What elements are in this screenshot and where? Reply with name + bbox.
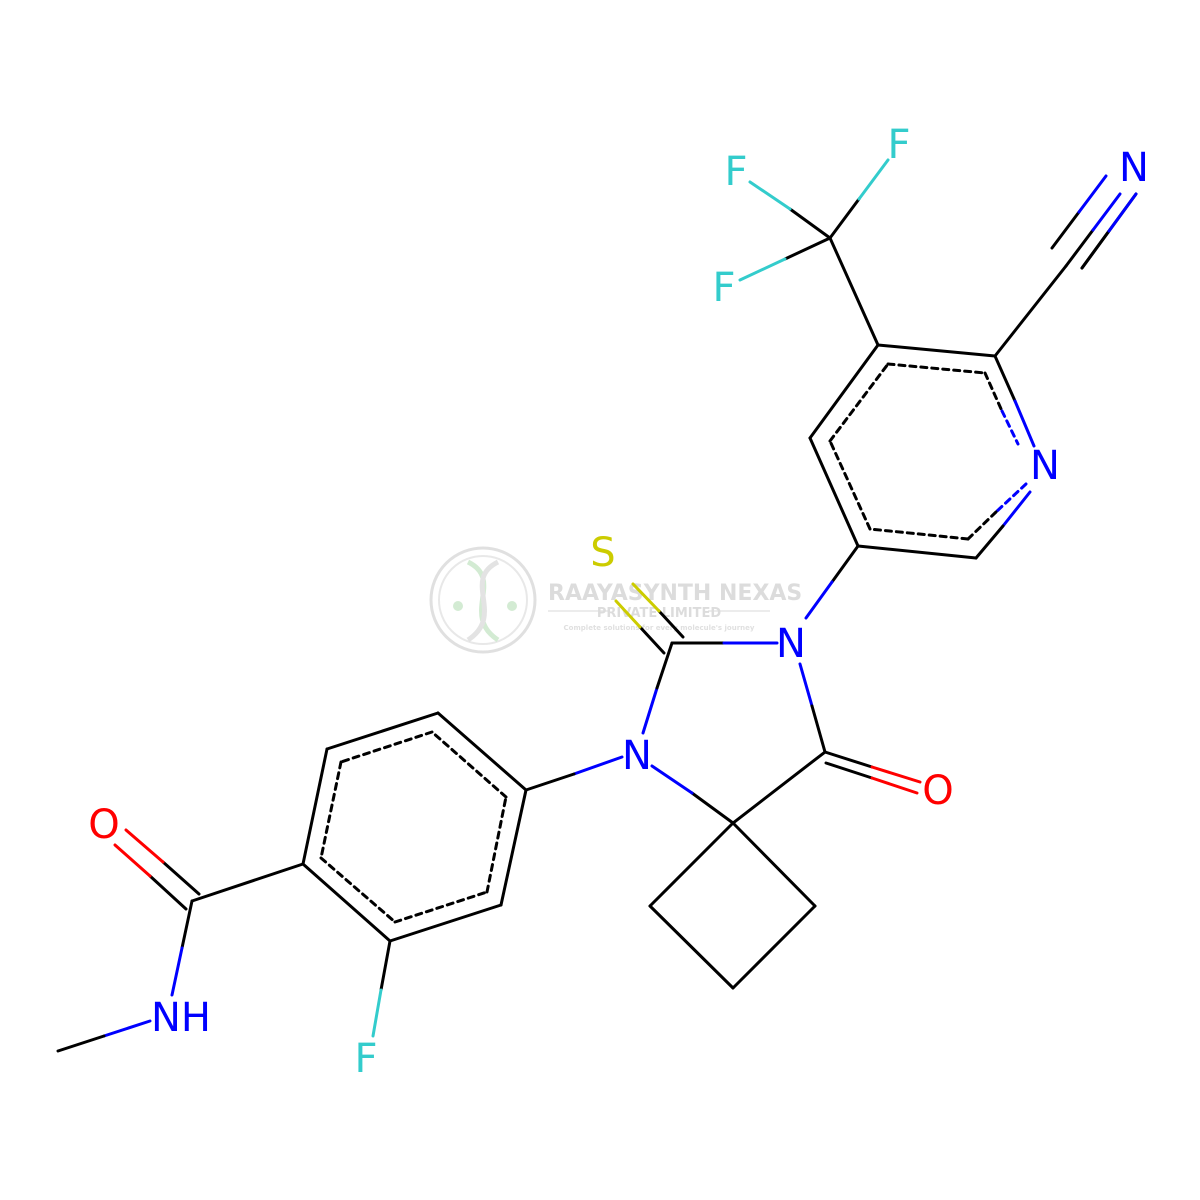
atom-o-ketone: O: [922, 768, 953, 814]
atom-f-top: F: [887, 122, 910, 168]
bond-thione-double: [614, 582, 685, 655]
atom-labels: N F F F N S N N O O NH F: [88, 122, 1149, 1082]
bonds: [56, 158, 1138, 1053]
atom-f-left: F: [724, 149, 747, 195]
bond-aryl-fluorine: [371, 939, 392, 1038]
atom-s-thione: S: [590, 530, 615, 576]
atom-n-nitrile: N: [1119, 145, 1149, 191]
bond-cyclobutane: [648, 821, 817, 990]
atom-o-amide: O: [88, 802, 119, 848]
atom-f-aryl: F: [354, 1036, 377, 1082]
atom-nh-amide: NH: [151, 995, 211, 1041]
watermark-subtitle: PRIVATE LIMITED: [597, 606, 722, 621]
atom-n-ring-right: N: [776, 621, 806, 667]
bond-n-to-aryl: [524, 755, 624, 792]
bond-pyridine-ring: [808, 343, 1036, 560]
watermark-tagline: Complete solutions for every molecule's …: [564, 624, 755, 632]
bond-cf3: [738, 158, 890, 347]
atom-n-pyridine: N: [1030, 443, 1060, 489]
watermark-logo: RAAYASYNTH NEXAS PRIVATE LIMITED Complet…: [429, 546, 802, 654]
bond-nitrile-triple: [993, 174, 1138, 358]
bond-amide: [56, 828, 305, 1053]
bond-pyridine-to-n: [804, 544, 860, 620]
bond-ketone-double: [823, 750, 922, 795]
atom-n-ring-left: N: [622, 733, 652, 779]
atom-f-low: F: [712, 265, 735, 311]
bond-imidazolidine-ring: [641, 641, 827, 825]
watermark-company-name: RAAYASYNTH NEXAS: [548, 581, 802, 606]
watermark-ring: [429, 546, 537, 654]
bond-benzene-ring: [301, 711, 528, 943]
